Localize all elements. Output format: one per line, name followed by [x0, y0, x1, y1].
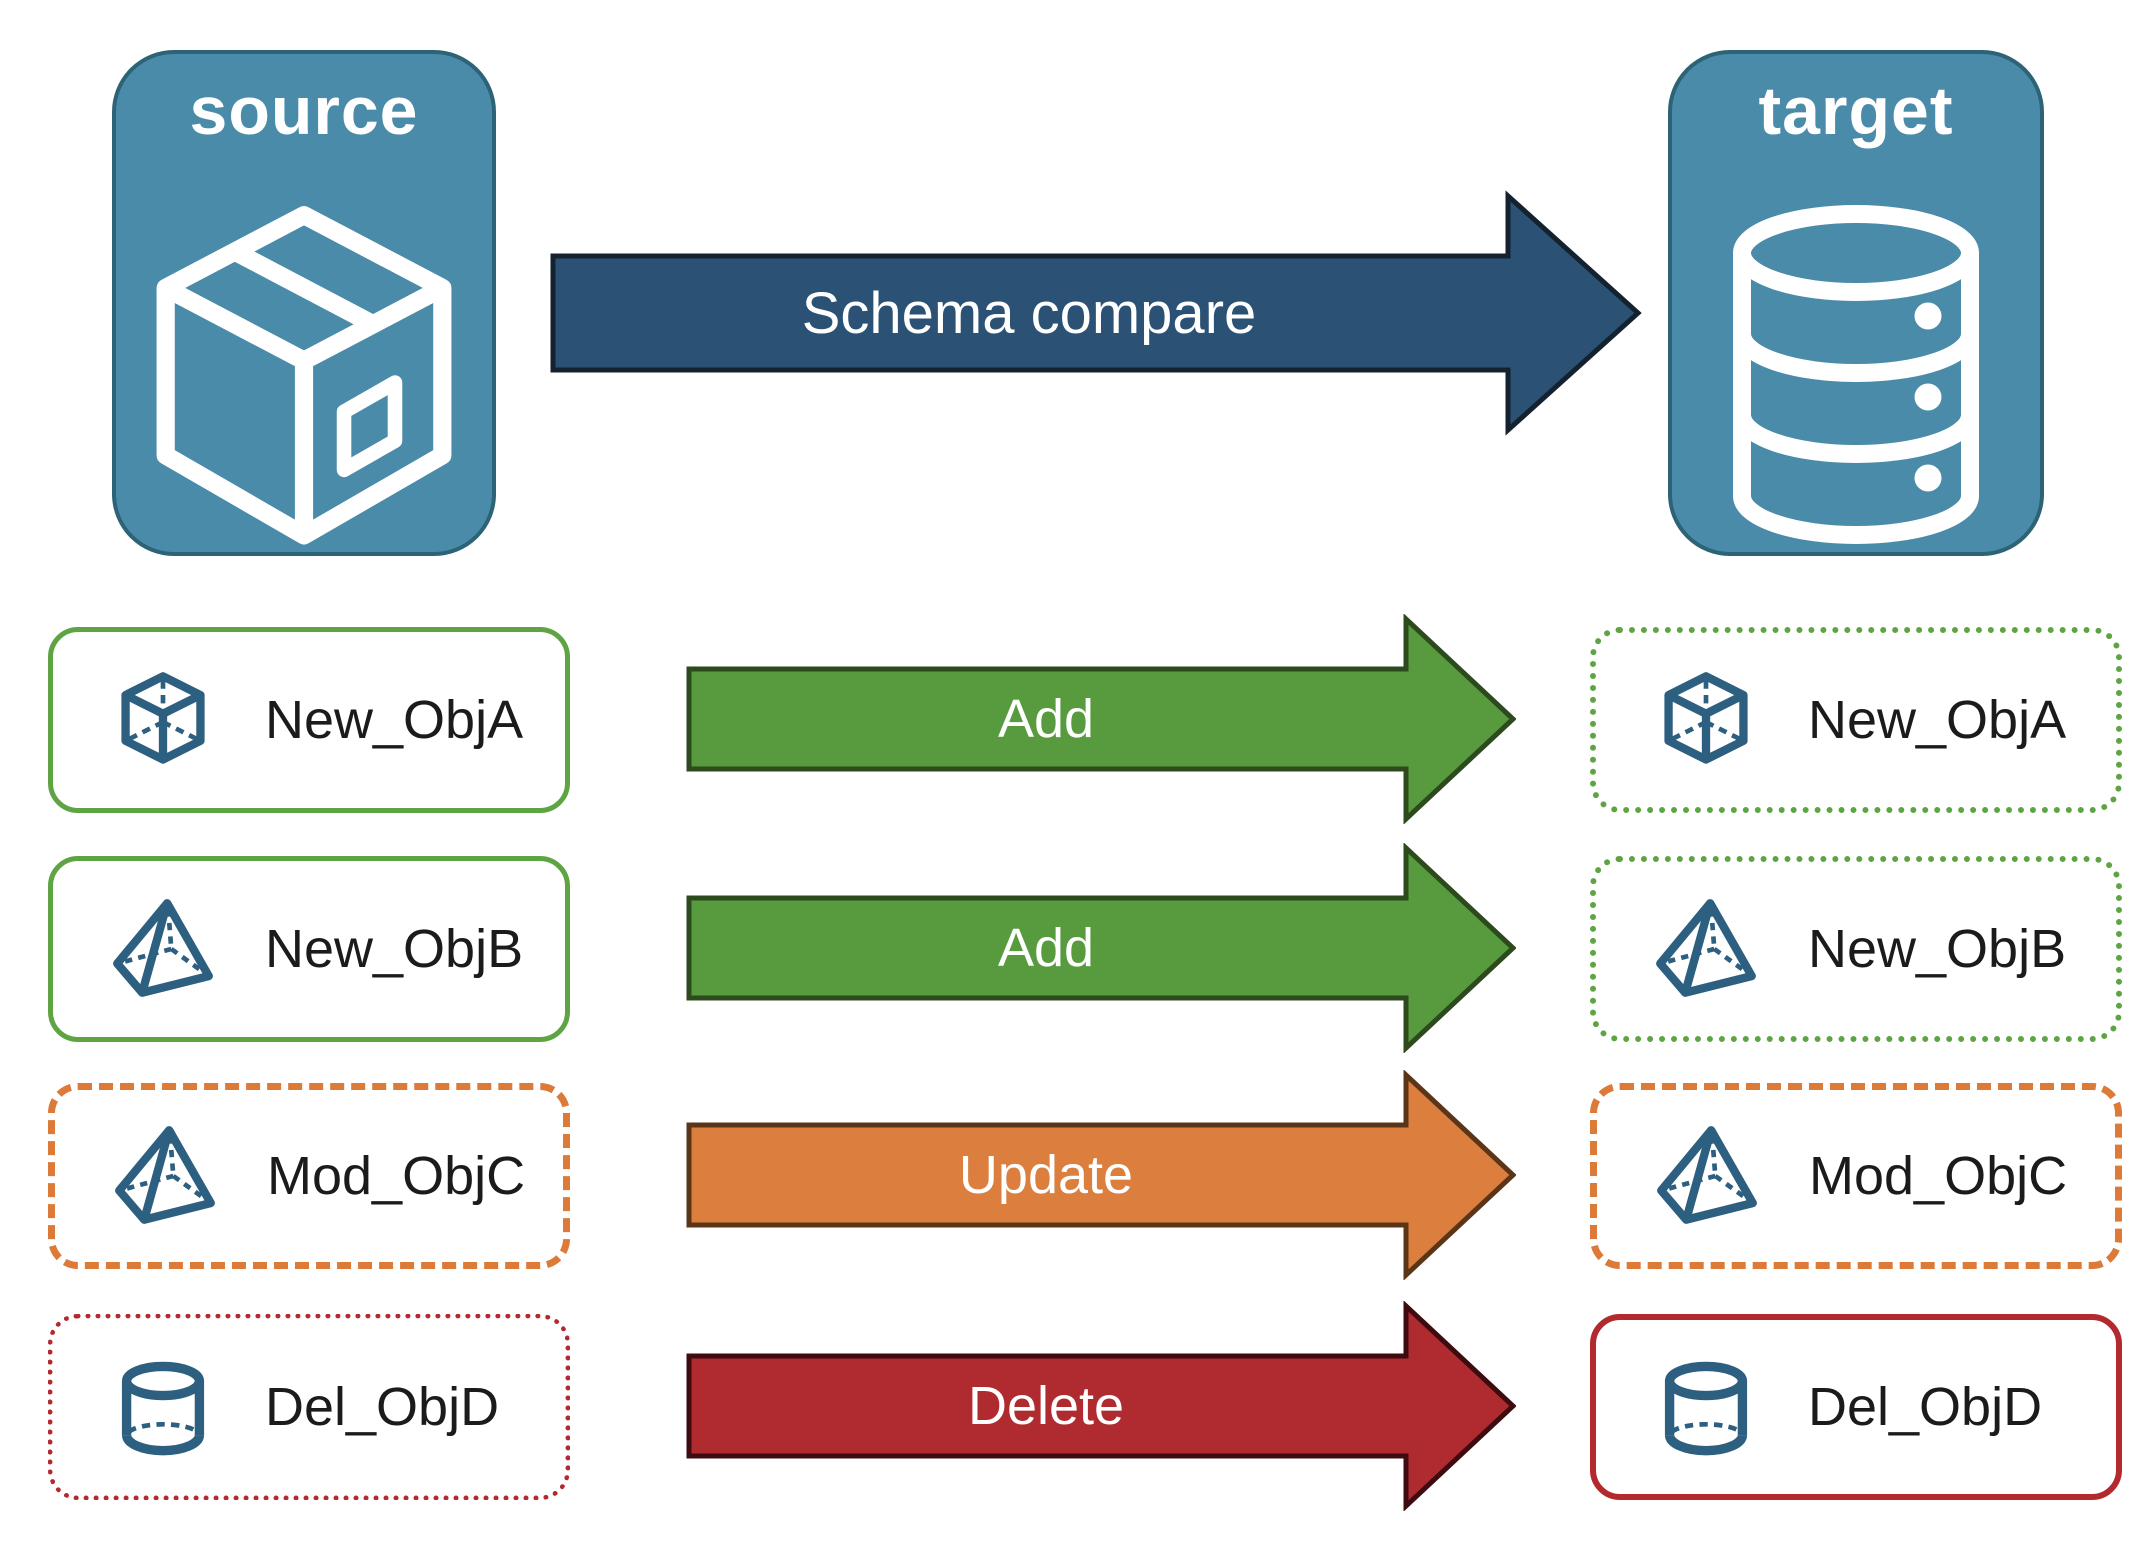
pyramid-icon [113, 899, 213, 997]
cube-icon [121, 672, 205, 764]
target-item-del-objd: Del_ObjD [1590, 1314, 2122, 1500]
pyramid-icon [1657, 1126, 1757, 1224]
item-label: New_ObjA [1808, 690, 2067, 750]
update-arrow-row3: Update [686, 1070, 1516, 1280]
add-arrow-row2: Add [686, 843, 1516, 1053]
add-arrow-label: Add [997, 689, 1095, 749]
source-title: source [189, 73, 419, 149]
compare-arrow-shape [550, 190, 1642, 436]
schema-compare-label: Schema compare [801, 280, 1257, 346]
target-node: target [1668, 50, 2044, 556]
source-item-del-objd: Del_ObjD [48, 1314, 570, 1500]
cylinder-icon [121, 1361, 205, 1456]
database-icon [1733, 205, 1979, 544]
target-item-mod-objc: Mod_ObjC [1590, 1083, 2122, 1269]
schema-compare-arrow: Schema compare [550, 190, 1642, 436]
source-item-new-obja: New_ObjA [48, 627, 570, 813]
delete-arrow-label: Delete [967, 1376, 1125, 1436]
add-arrow-label: Add [997, 918, 1095, 978]
item-label: Del_ObjD [1808, 1377, 2043, 1437]
pyramid-icon [1656, 899, 1756, 997]
delete-arrow-shape [686, 1301, 1516, 1511]
cylinder-icon [1664, 1361, 1748, 1456]
package-box-icon [156, 206, 452, 545]
source-item-new-objb: New_ObjB [48, 856, 570, 1042]
item-label: New_ObjA [265, 690, 524, 750]
add-arrow-shape [686, 843, 1516, 1053]
update-arrow-label: Update [958, 1145, 1134, 1205]
item-label: New_ObjB [265, 919, 524, 979]
source-node: source [112, 50, 496, 556]
item-label: Mod_ObjC [1809, 1146, 2068, 1206]
target-item-new-objb: New_ObjB [1590, 856, 2122, 1042]
add-arrow-shape [686, 614, 1516, 824]
item-label: New_ObjB [1808, 919, 2067, 979]
cube-icon [1664, 672, 1748, 764]
delete-arrow-row4: Delete [686, 1301, 1516, 1511]
update-arrow-shape [686, 1070, 1516, 1280]
add-arrow-row1: Add [686, 614, 1516, 824]
source-item-mod-objc: Mod_ObjC [48, 1083, 570, 1269]
target-title: target [1758, 73, 1954, 149]
target-item-new-obja: New_ObjA [1590, 627, 2122, 813]
item-label: Mod_ObjC [267, 1146, 526, 1206]
pyramid-icon [115, 1126, 215, 1224]
item-label: Del_ObjD [265, 1377, 500, 1437]
